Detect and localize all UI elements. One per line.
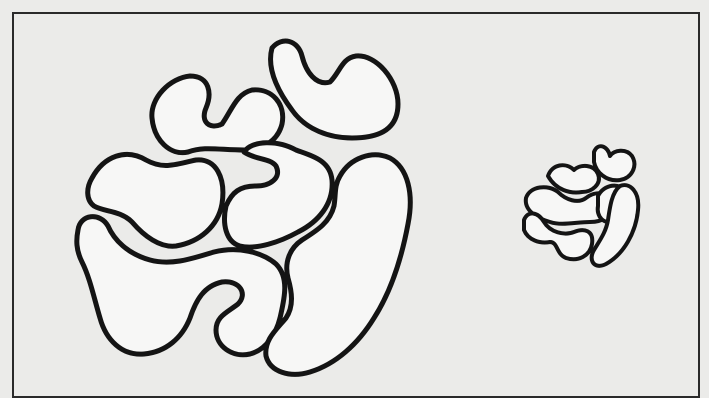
figure-canvas bbox=[0, 0, 709, 398]
